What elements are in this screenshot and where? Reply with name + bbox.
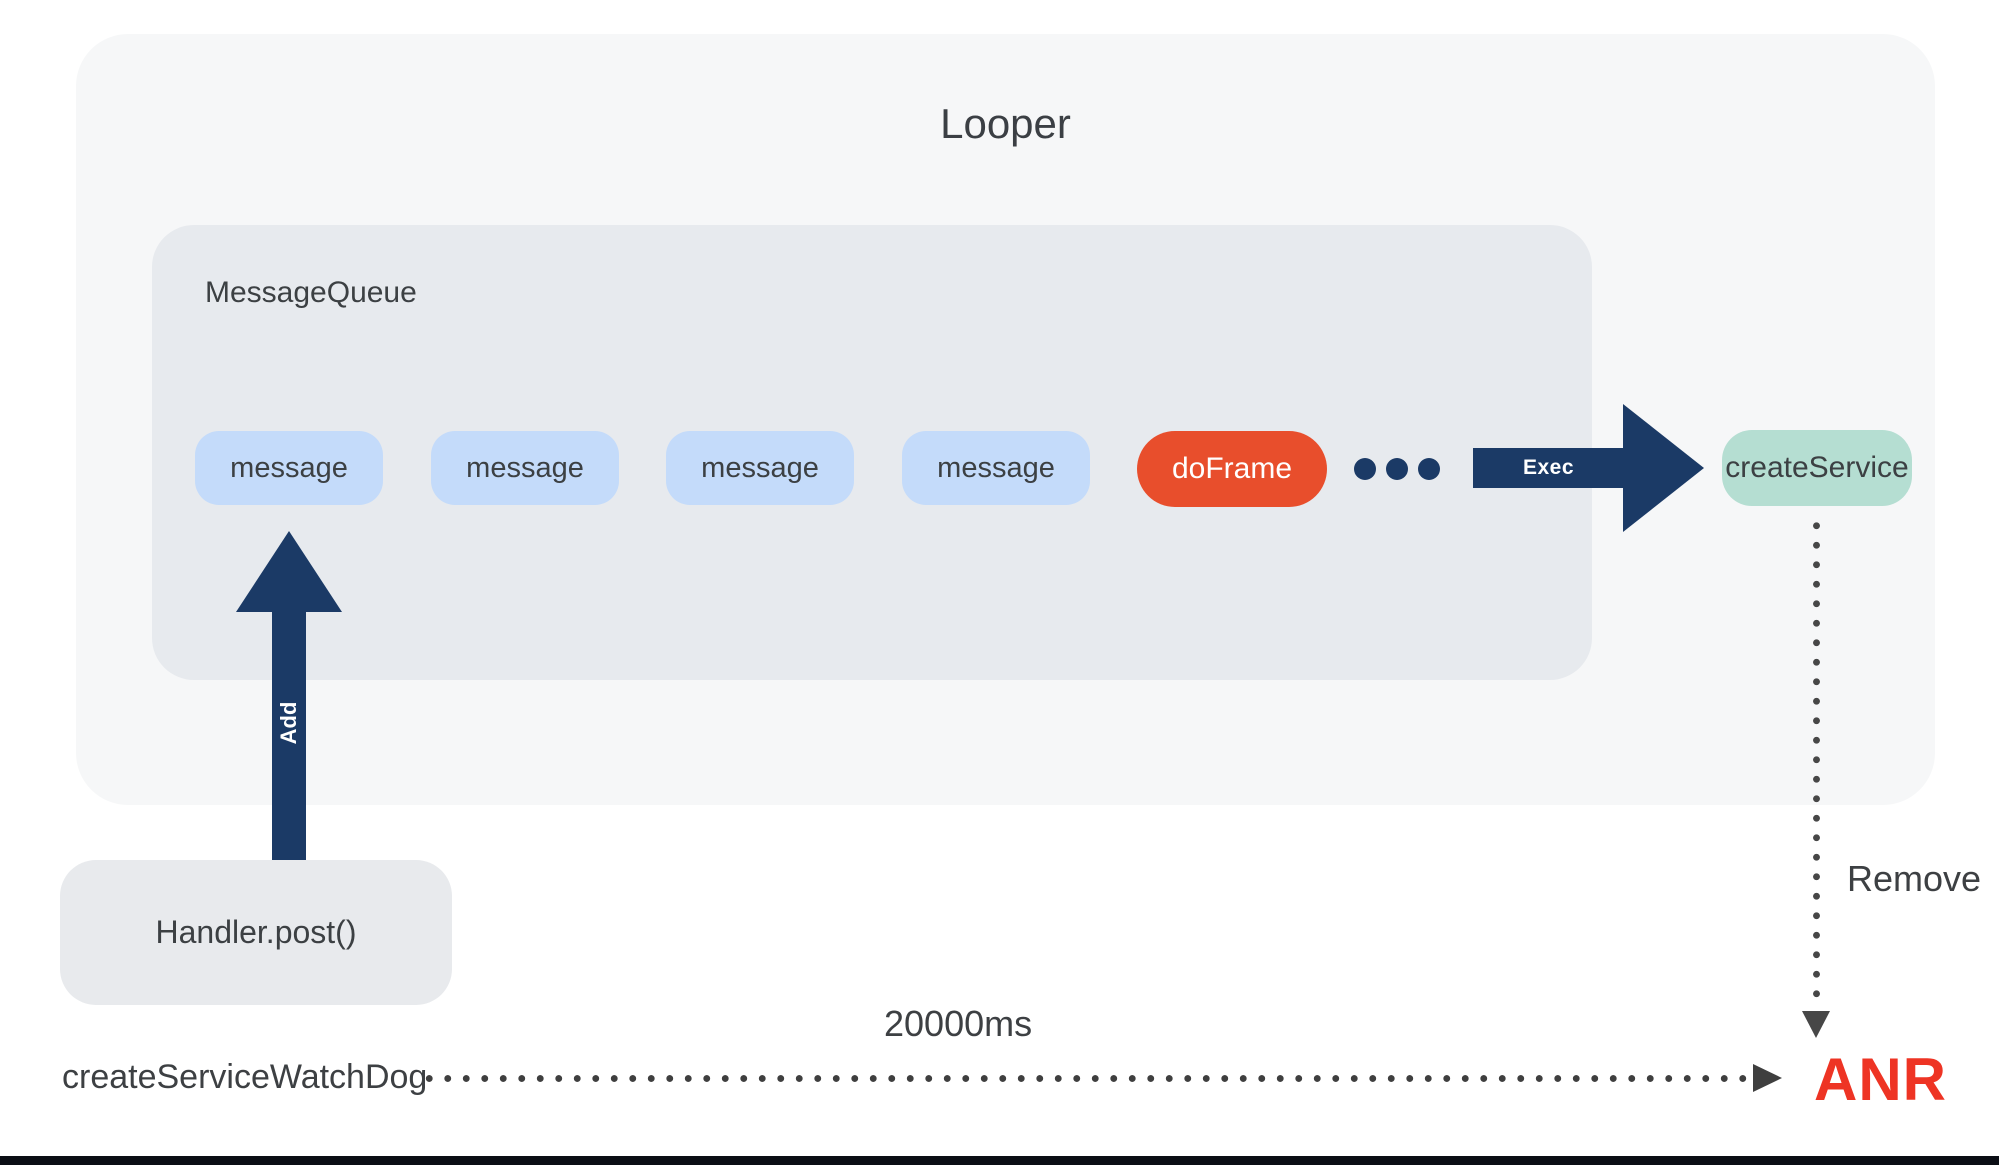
message-pill-1: message <box>195 431 383 505</box>
ellipsis-dot-icon <box>1418 458 1440 480</box>
bottom-border-line <box>0 1156 1999 1165</box>
message-pill-3: message <box>666 431 854 505</box>
message-pill-2: message <box>431 431 619 505</box>
handler-post-box: Handler.post() <box>60 860 452 1005</box>
looper-title: Looper <box>940 100 1071 147</box>
anr-label: ANR <box>1814 1046 1947 1113</box>
right-arrow-icon <box>1753 1064 1782 1092</box>
ellipsis-dot-icon <box>1354 458 1376 480</box>
timeout-label: 20000ms <box>884 1003 1033 1044</box>
message-queue-label: MessageQueue <box>205 276 417 309</box>
add-arrow-head-icon <box>236 531 342 612</box>
exec-arrow-head-icon <box>1623 404 1704 532</box>
handler-post-label: Handler.post() <box>155 914 357 950</box>
ellipsis-dot-icon <box>1386 458 1408 480</box>
watchdog-dotted-line <box>420 1075 1750 1082</box>
message-queue-container <box>152 225 1592 680</box>
exec-arrow-shaft: Exec <box>1473 448 1624 488</box>
message-pill-4: message <box>902 431 1090 505</box>
down-arrow-icon <box>1802 1011 1830 1038</box>
create-service-pill: createService <box>1722 430 1912 506</box>
doframe-pill: doFrame <box>1137 431 1327 507</box>
add-arrow-label: Add <box>276 701 301 745</box>
add-arrow-shaft <box>272 610 306 898</box>
remove-label: Remove <box>1847 858 1982 899</box>
remove-dotted-line <box>1813 516 1820 1008</box>
watchdog-label: createServiceWatchDog <box>62 1058 428 1096</box>
exec-arrow-label: Exec <box>1522 456 1575 479</box>
